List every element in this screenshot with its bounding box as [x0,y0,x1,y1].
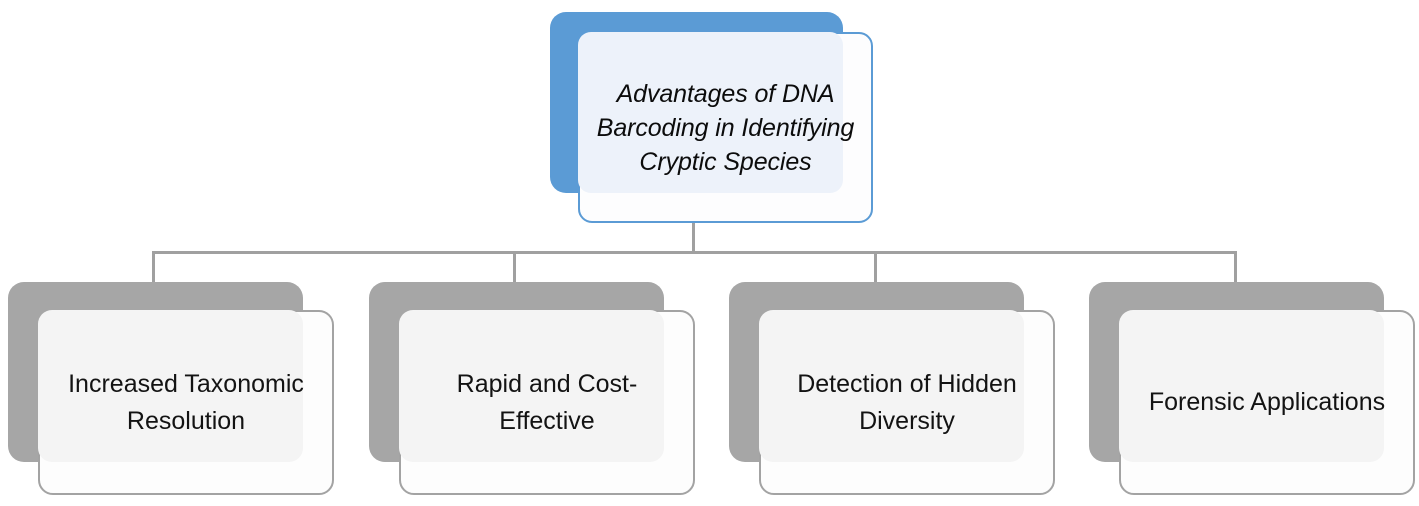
child-node-1-inner-fill [38,310,303,462]
child-node-3-inner-fill [759,310,1024,462]
connector-drop-4 [1234,251,1237,283]
child-node-2-label: Rapid and Cost-Effective [456,369,638,435]
child-node-1-label: Increased Taxonomic Resolution [68,369,304,435]
connector-drop-2 [513,251,516,283]
connector-root-stem [692,222,695,253]
connector-drop-1 [152,251,155,283]
child-node-4-label: Forensic Applications [1148,388,1386,416]
connector-drop-3 [874,251,877,283]
child-node-3-label: Detection of Hidden Diversity [797,369,1017,435]
root-node-inner-fill [578,32,843,193]
child-node-2-inner-fill [399,310,664,462]
child-node-4-inner-fill [1119,310,1384,462]
root-node-label: Advantages of DNA Barcoding in Identifyi… [596,79,855,176]
connector-horizontal-bus [152,251,1237,254]
